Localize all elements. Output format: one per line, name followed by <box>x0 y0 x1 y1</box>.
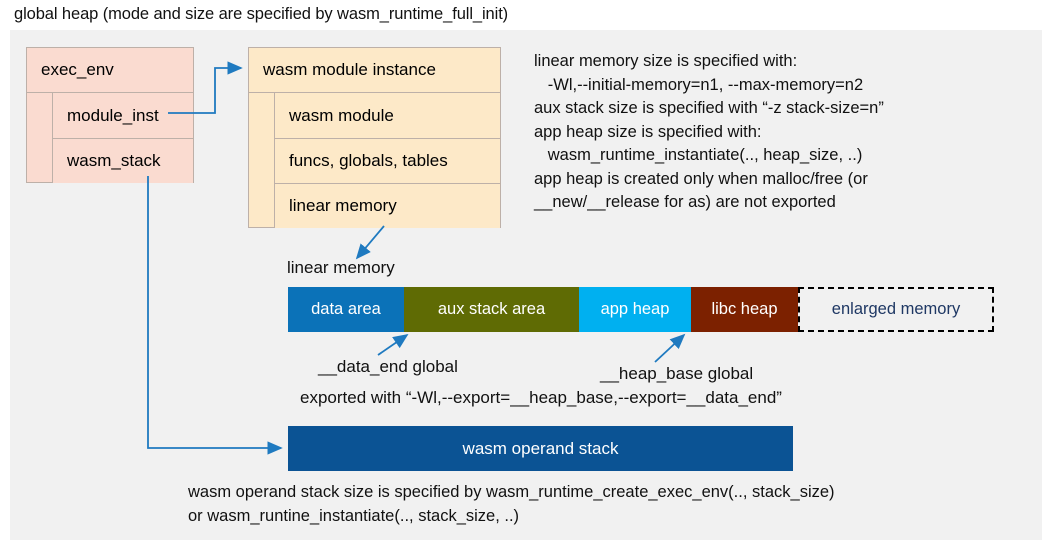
row-wasm-module: wasm module <box>275 93 500 138</box>
exec-env-header: exec_env <box>27 48 193 93</box>
arrow-data-end <box>377 333 409 356</box>
exec-env-row-wasm-stack: wasm_stack <box>53 138 193 183</box>
arrow-heap-base <box>654 333 686 363</box>
wasm-module-instance-body: wasm module funcs, globals, tables linea… <box>249 93 500 228</box>
wasm-operand-stack-label: wasm operand stack <box>462 438 619 458</box>
wasm-module-instance-header: wasm module instance <box>249 48 500 93</box>
annotation-heap-base: __heap_base global <box>600 364 754 383</box>
wasm-module-instance-box: wasm module instance wasm module funcs, … <box>248 47 501 228</box>
exec-env-row-module-inst: module_inst <box>53 93 193 138</box>
annotation-exported-with: exported with “-Wl,--export=__heap_base,… <box>300 388 782 407</box>
exec-env-gutter <box>27 93 53 183</box>
wasm-operand-stack-box: wasm operand stack <box>288 426 793 471</box>
page-title: global heap (mode and size are specified… <box>14 5 509 23</box>
row-funcs-globals-tables: funcs, globals, tables <box>275 138 500 183</box>
wasm-module-instance-gutter <box>249 93 275 228</box>
row-linear-memory: linear memory <box>275 183 500 228</box>
exec-env-rows: module_inst wasm_stack <box>53 93 193 183</box>
memory-segment-data-area: data area <box>288 287 404 332</box>
wasm-module-instance-rows: wasm module funcs, globals, tables linea… <box>275 93 500 228</box>
arrow-module-inst-to-instance <box>168 61 243 114</box>
memory-segment-enlarged-memory: enlarged memory <box>798 287 994 332</box>
linear-memory-note: linear memory size is specified with: -W… <box>534 52 884 211</box>
arrow-wasm-stack-to-operand-stack <box>147 176 283 455</box>
exec-env-box: exec_env module_inst wasm_stack <box>26 47 194 183</box>
linear-memory-label: linear memory <box>287 258 395 277</box>
annotation-data-end: __data_end global <box>318 357 458 376</box>
operand-stack-note: wasm operand stack size is specified by … <box>188 483 835 525</box>
exec-env-body: module_inst wasm_stack <box>27 93 193 183</box>
memory-segment-app-heap: app heap <box>579 287 691 332</box>
arrow-linear-memory <box>355 225 385 260</box>
memory-segment-aux-stack-area: aux stack area <box>404 287 579 332</box>
memory-segment-libc-heap: libc heap <box>691 287 798 332</box>
